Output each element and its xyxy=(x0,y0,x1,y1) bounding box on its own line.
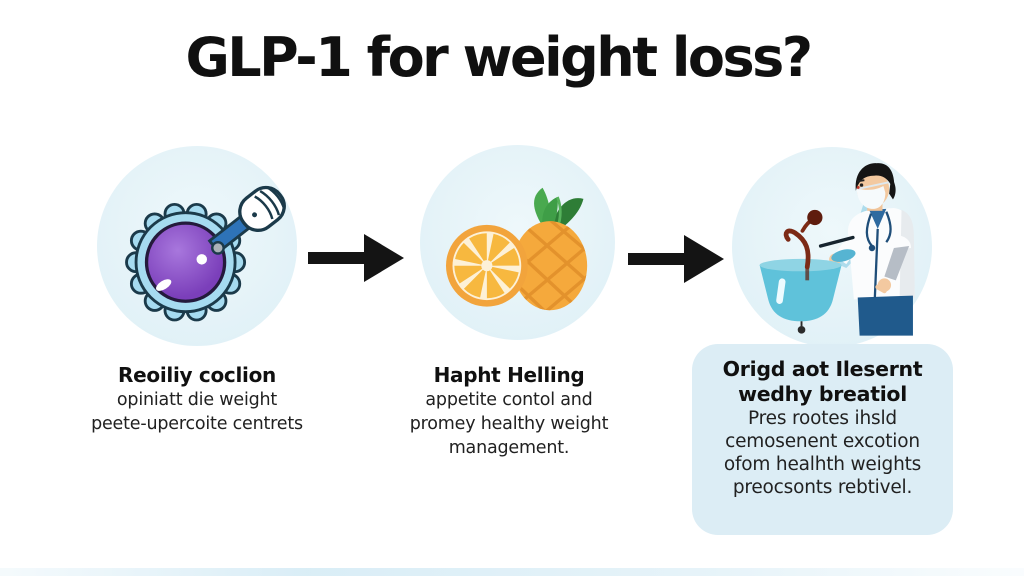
doctor-icon xyxy=(759,163,915,336)
step2-heading: Hapht Helling xyxy=(433,363,585,387)
fruits-icon xyxy=(446,187,588,311)
step3-line: cemosenent excotion xyxy=(725,431,920,452)
step1-circle xyxy=(97,146,297,346)
step2-line: management. xyxy=(448,438,570,458)
step3-callout-box: Origd aot Ilesernt wedhy breatiol Pres r… xyxy=(692,344,953,535)
step3-line: ofom healhth weights xyxy=(723,454,922,475)
step2-line: appetite contol and xyxy=(425,390,593,410)
step1-heading: Reoiliy coclion xyxy=(118,363,276,387)
step2-line: promey healthy weight xyxy=(409,414,609,434)
step3-heading: wedhy breatiol xyxy=(738,382,907,406)
step2-circle xyxy=(420,145,615,340)
cell-injection-icon xyxy=(125,185,286,322)
page-title: GLP-1 for weight loss? xyxy=(185,26,813,89)
step1-line: peete-upercoite centrets xyxy=(91,414,303,434)
bottom-tint-strip xyxy=(0,568,1024,576)
step3-heading: Origd aot Ilesernt xyxy=(722,357,923,381)
step1-line: opiniatt die weight xyxy=(116,390,278,410)
step2-caption: Hapht Helling appetite contol and promey… xyxy=(393,362,625,460)
arrow-right-icon xyxy=(628,235,724,283)
step3-line: Pres rootes ihsld xyxy=(748,408,897,429)
arrow-right-icon xyxy=(308,234,404,282)
step1-caption: Reoiliy coclion opiniatt die weight peet… xyxy=(58,362,336,436)
step3-line: preocsonts rebtivel. xyxy=(732,477,913,498)
step3-circle xyxy=(732,147,932,347)
